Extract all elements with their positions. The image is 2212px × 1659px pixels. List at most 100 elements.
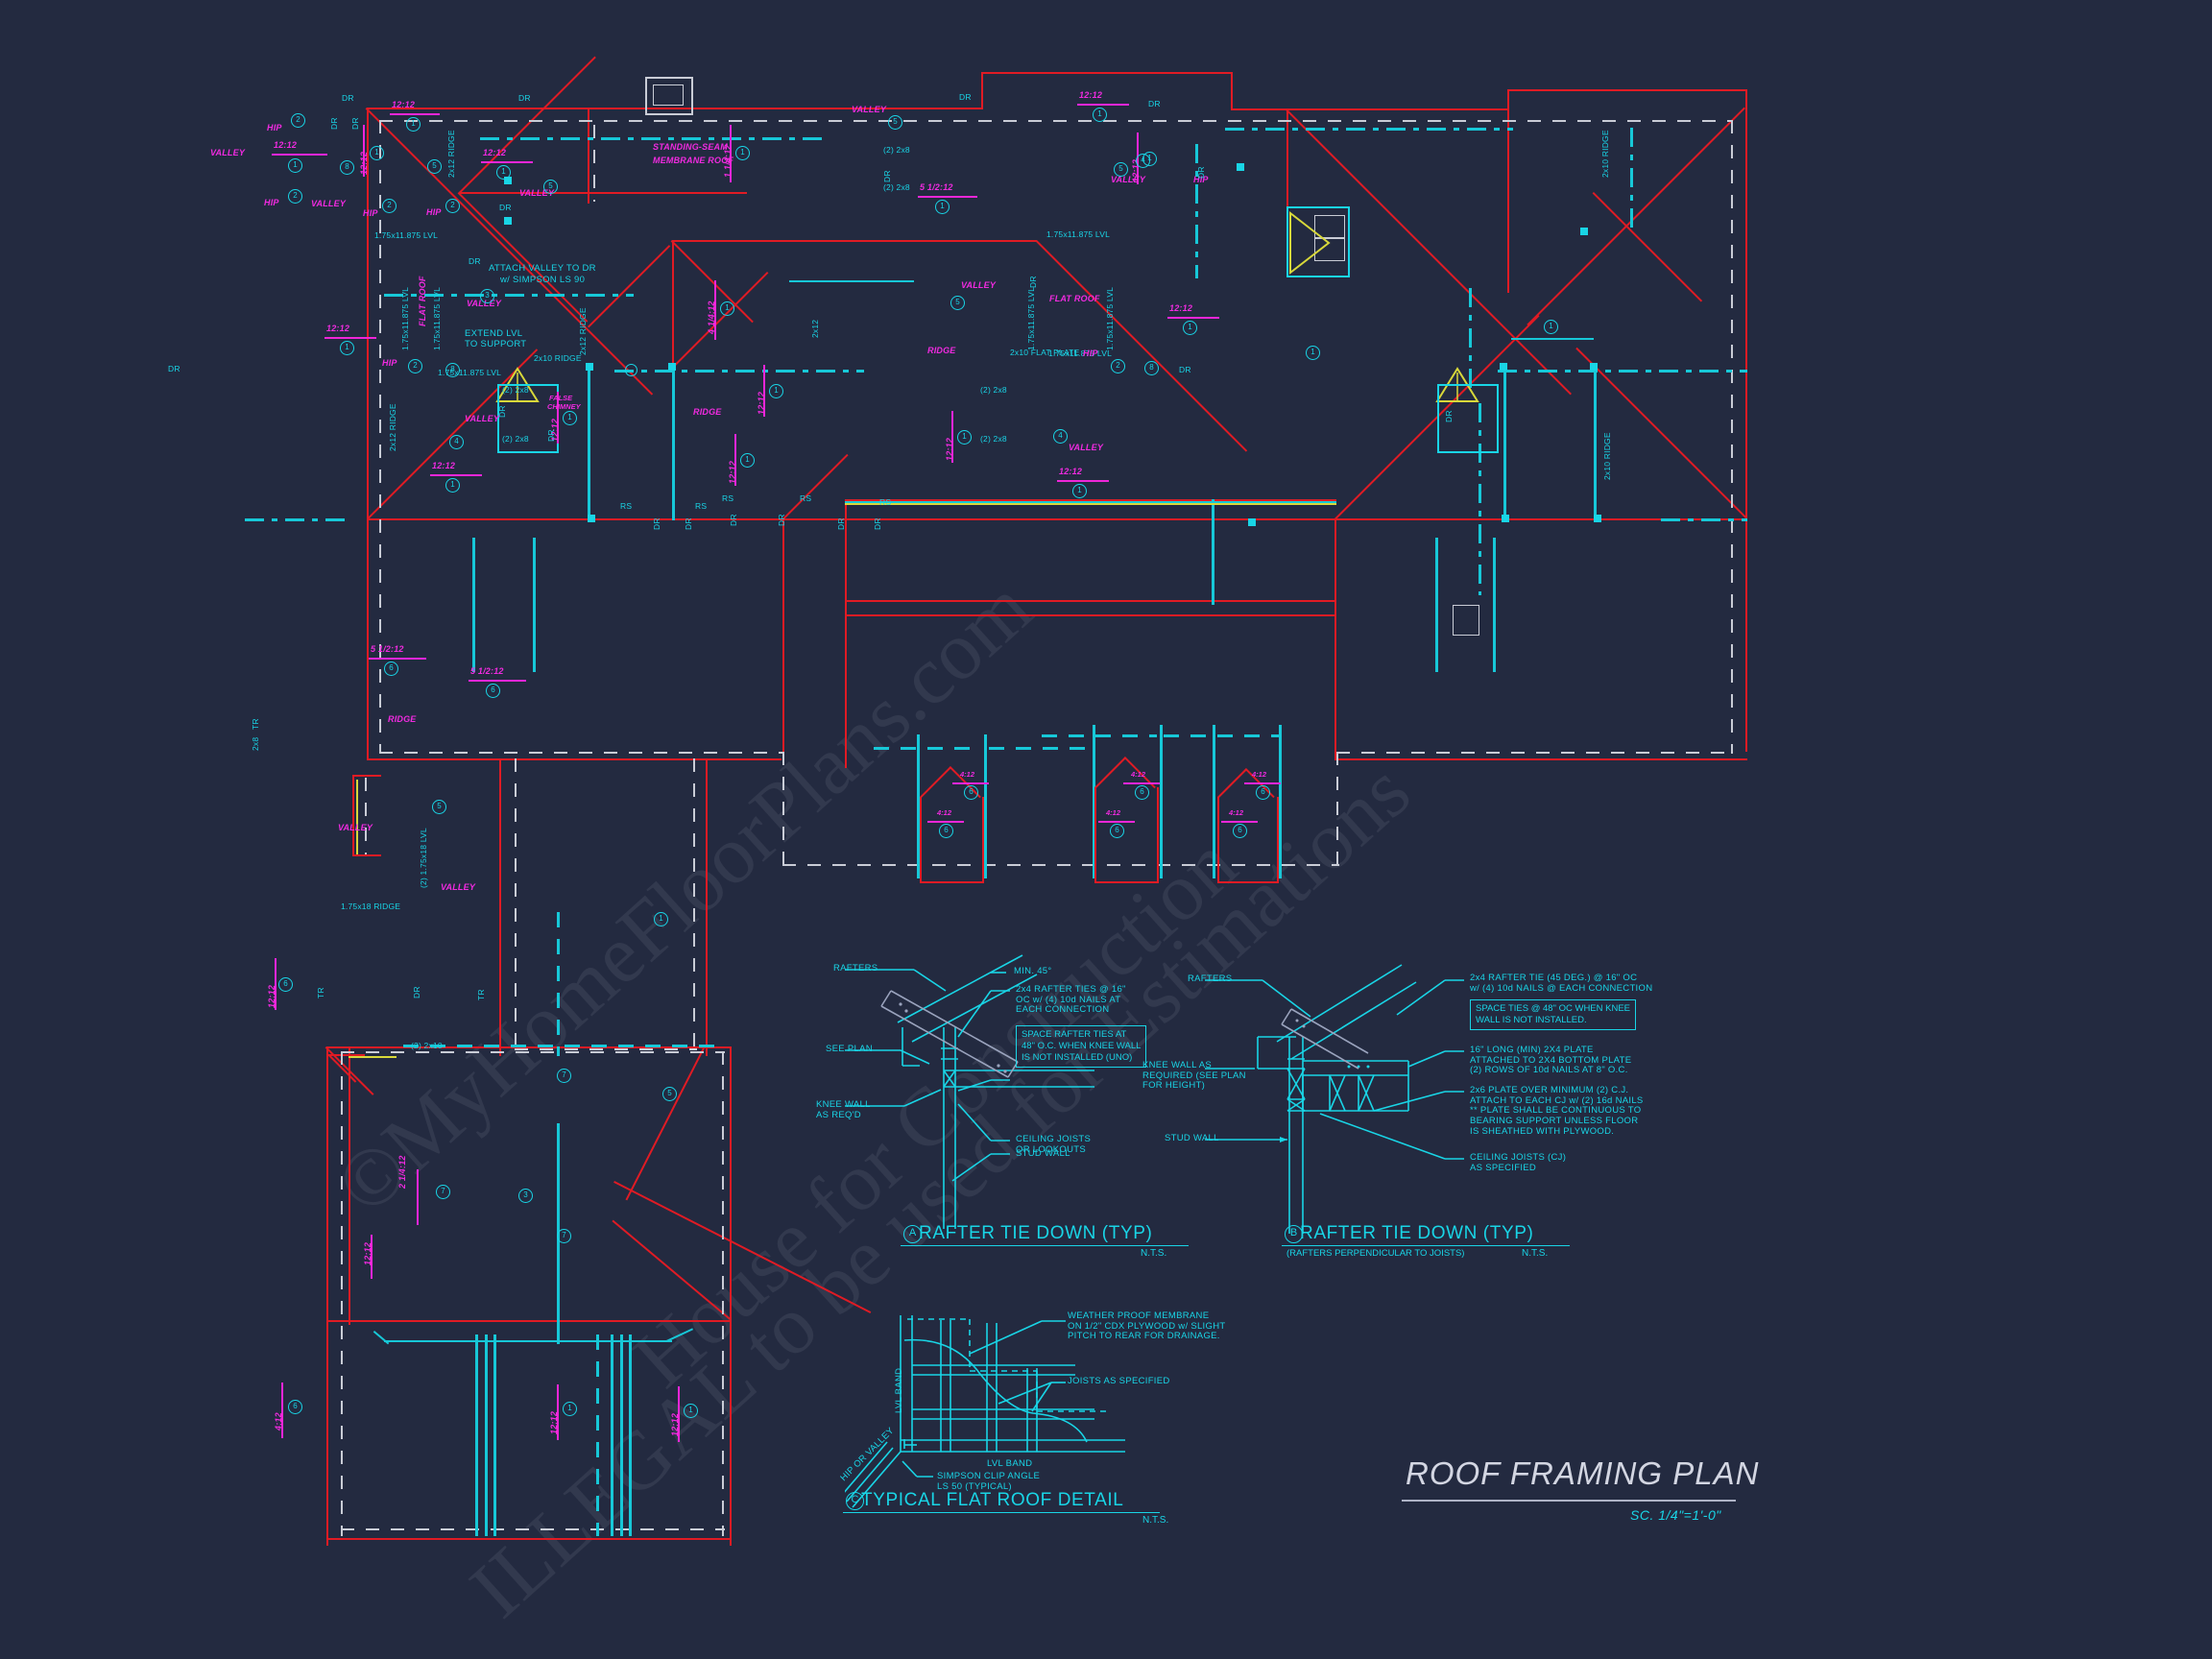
roof-element-label: HIP bbox=[264, 198, 279, 207]
roof-area-label: STANDING-SEAM bbox=[653, 142, 728, 152]
member-label: (2) 2x8 bbox=[883, 145, 910, 155]
detail-marker-a: A bbox=[903, 1225, 922, 1243]
member-label: (2) 2x10 bbox=[411, 1041, 443, 1050]
member-label: 2x12 RIDGE bbox=[578, 307, 588, 355]
roof-element-label: RIDGE bbox=[388, 714, 417, 724]
detail-label: CEILING JOISTS OR LOOKOUTS bbox=[1016, 1134, 1092, 1155]
keynote-bubble: 1 bbox=[1072, 484, 1087, 498]
detail-nts-c: N.T.S. bbox=[1142, 1515, 1169, 1526]
member-tag-dr: DR bbox=[1179, 365, 1191, 374]
member-tag-rs: RS bbox=[800, 493, 812, 503]
detail-label: CEILING JOISTS (CJ) AS SPECIFIED bbox=[1470, 1152, 1567, 1173]
member-tag-dr: DR bbox=[168, 364, 180, 373]
keynote-bubble: 1 bbox=[445, 478, 460, 493]
keynote-bubble: 3 bbox=[518, 1189, 533, 1203]
title-underline bbox=[1402, 1500, 1736, 1502]
pitch-label: 12:12 bbox=[432, 461, 456, 470]
member-tag-dr: DR bbox=[350, 117, 360, 130]
keynote-bubble: 5 bbox=[1114, 162, 1128, 177]
roof-element-label: RIDGE bbox=[693, 407, 722, 417]
member-label: (2) 2x8 bbox=[502, 385, 529, 395]
detail-title-a: RAFTER TIE DOWN (TYP) bbox=[919, 1223, 1153, 1243]
callout-text: ATTACH VALLEY TO DR bbox=[489, 263, 596, 274]
detail-label: STUD WALL bbox=[1165, 1133, 1219, 1143]
keynote-bubble: 1 bbox=[740, 453, 755, 468]
detail-title-c: TYPICAL FLAT ROOF DETAIL bbox=[861, 1490, 1124, 1510]
keynote-bubble: 7 bbox=[436, 1185, 450, 1199]
detail-boxed-note: SPACE RAFTER TIES AT 48" O.C. WHEN KNEE … bbox=[1016, 1025, 1147, 1068]
pitch-label: 2 1/4:12 bbox=[397, 1155, 407, 1189]
member-tag-rs: RS bbox=[879, 497, 892, 507]
detail-label: SIMPSON CLIP ANGLE LS 50 (TYPICAL) bbox=[937, 1471, 1041, 1492]
member-label: 1.75x11.875 LVL bbox=[1026, 286, 1036, 350]
keynote-bubble: 3 bbox=[480, 289, 494, 303]
keynote-bubble: 1 bbox=[563, 411, 577, 425]
detail-note: 2x4 RAFTER TIE (45 DEG.) @ 16" OC w/ (4)… bbox=[1470, 973, 1653, 994]
keynote-bubble: 1 bbox=[563, 1402, 577, 1416]
member-label: (2) 1.75x18 LVL bbox=[419, 828, 428, 888]
keynote-bubble: 1 bbox=[1183, 321, 1197, 335]
roof-element-label: HIP bbox=[363, 208, 378, 218]
member-tag-dr: DR bbox=[729, 514, 738, 526]
detail-a: RAFTERS MIN. 45° SEE PLAN KNEE WALL AS R… bbox=[816, 941, 1267, 1258]
member-tag-dr: DR bbox=[1196, 166, 1206, 179]
member-label: 1.75x11.875 LVL bbox=[438, 368, 502, 377]
page-title: ROOF FRAMING PLAN bbox=[1406, 1455, 1760, 1491]
keynote-bubble: 2 bbox=[291, 113, 305, 128]
keynote-bubble: 6 bbox=[486, 684, 500, 698]
member-tag-dr: DR bbox=[836, 517, 846, 530]
member-label: 2x10 RIDGE bbox=[1602, 432, 1612, 480]
keynote-bubble: 1 bbox=[720, 301, 734, 316]
roof-element-label: HIP bbox=[382, 358, 397, 368]
roof-element-label: RIDGE bbox=[927, 346, 956, 355]
keynote-bubble: 4 bbox=[449, 435, 464, 449]
member-tag-tr: TR bbox=[476, 989, 486, 1000]
keynote-bubble: 7 bbox=[557, 1069, 571, 1083]
keynote-bubble: 1 bbox=[735, 146, 750, 160]
pitch-label: 12:12 bbox=[1059, 467, 1083, 476]
chimney-arrow-top bbox=[1286, 209, 1333, 281]
member-label: (2) 2x8 bbox=[980, 434, 1007, 444]
detail-note: 2x4 RAFTER TIES @ 16" OC w/ (4) 10d NAIL… bbox=[1016, 984, 1126, 1016]
member-tag-dr: DR bbox=[499, 203, 512, 212]
roof-element-label: HIP bbox=[267, 123, 282, 132]
detail-marker-c: C bbox=[846, 1492, 864, 1510]
roof-element-label: VALLEY bbox=[311, 199, 347, 208]
detail-label: KNEE WALL AS REQUIRED (SEE PLAN FOR HEIG… bbox=[1142, 1060, 1246, 1092]
member-label: 1.75x11.875 LVL bbox=[374, 230, 439, 240]
member-tag-dr: DR bbox=[882, 170, 892, 182]
detail-label: LVL BAND bbox=[987, 1458, 1033, 1469]
roof-element-label: VALLEY bbox=[1069, 443, 1104, 452]
member-label: 1.75x11.875 LVL bbox=[432, 286, 442, 350]
keynote-bubble: 8 bbox=[340, 160, 354, 175]
member-tag-tr: TR bbox=[316, 987, 325, 998]
callout-text: EXTEND LVL bbox=[465, 328, 523, 339]
detail-title-b: RAFTER TIE DOWN (TYP) bbox=[1300, 1223, 1534, 1243]
detail-c: WEATHER PROOF MEMBRANE ON 1/2" CDX PLYWO… bbox=[838, 1248, 1267, 1527]
member-tag-dr: DR bbox=[684, 517, 693, 530]
member-label: (2) 2x8 bbox=[980, 385, 1007, 395]
detail-label: RAFTERS bbox=[833, 963, 878, 974]
pitch-label: 5 1/2:12 bbox=[371, 644, 404, 654]
detail-nts-b: N.T.S. bbox=[1522, 1248, 1549, 1259]
detail-nts-a: N.T.S. bbox=[1141, 1248, 1167, 1259]
member-label: 2x10 RIDGE bbox=[1600, 130, 1610, 178]
roof-element-label: HIP bbox=[1083, 349, 1098, 358]
detail-note: 16" LONG (MIN) 2X4 PLATE ATTACHED TO 2X4… bbox=[1470, 1045, 1632, 1076]
roof-element-label: HIP bbox=[426, 207, 442, 217]
roof-area-label: FLAT ROOF bbox=[1049, 294, 1100, 303]
detail-label: STUD WALL bbox=[1016, 1148, 1070, 1159]
member-label: 2x8 bbox=[251, 736, 260, 751]
member-tag-rs: RS bbox=[695, 501, 708, 511]
member-label: 2x10 RIDGE bbox=[534, 353, 582, 363]
detail-label: KNEE WALL AS REQ'D bbox=[816, 1099, 871, 1120]
callout-text: w/ SIMPSON LS 90 bbox=[500, 275, 586, 285]
keynote-bubble: 2 bbox=[408, 359, 422, 373]
pitch-label: 5 1/2:12 bbox=[920, 182, 953, 192]
detail-note: 2x6 PLATE OVER MINIMUM (2) C.J. ATTACH T… bbox=[1470, 1085, 1644, 1137]
member-tag-dr: DR bbox=[497, 405, 507, 418]
roof-element-label: VALLEY bbox=[519, 188, 555, 198]
